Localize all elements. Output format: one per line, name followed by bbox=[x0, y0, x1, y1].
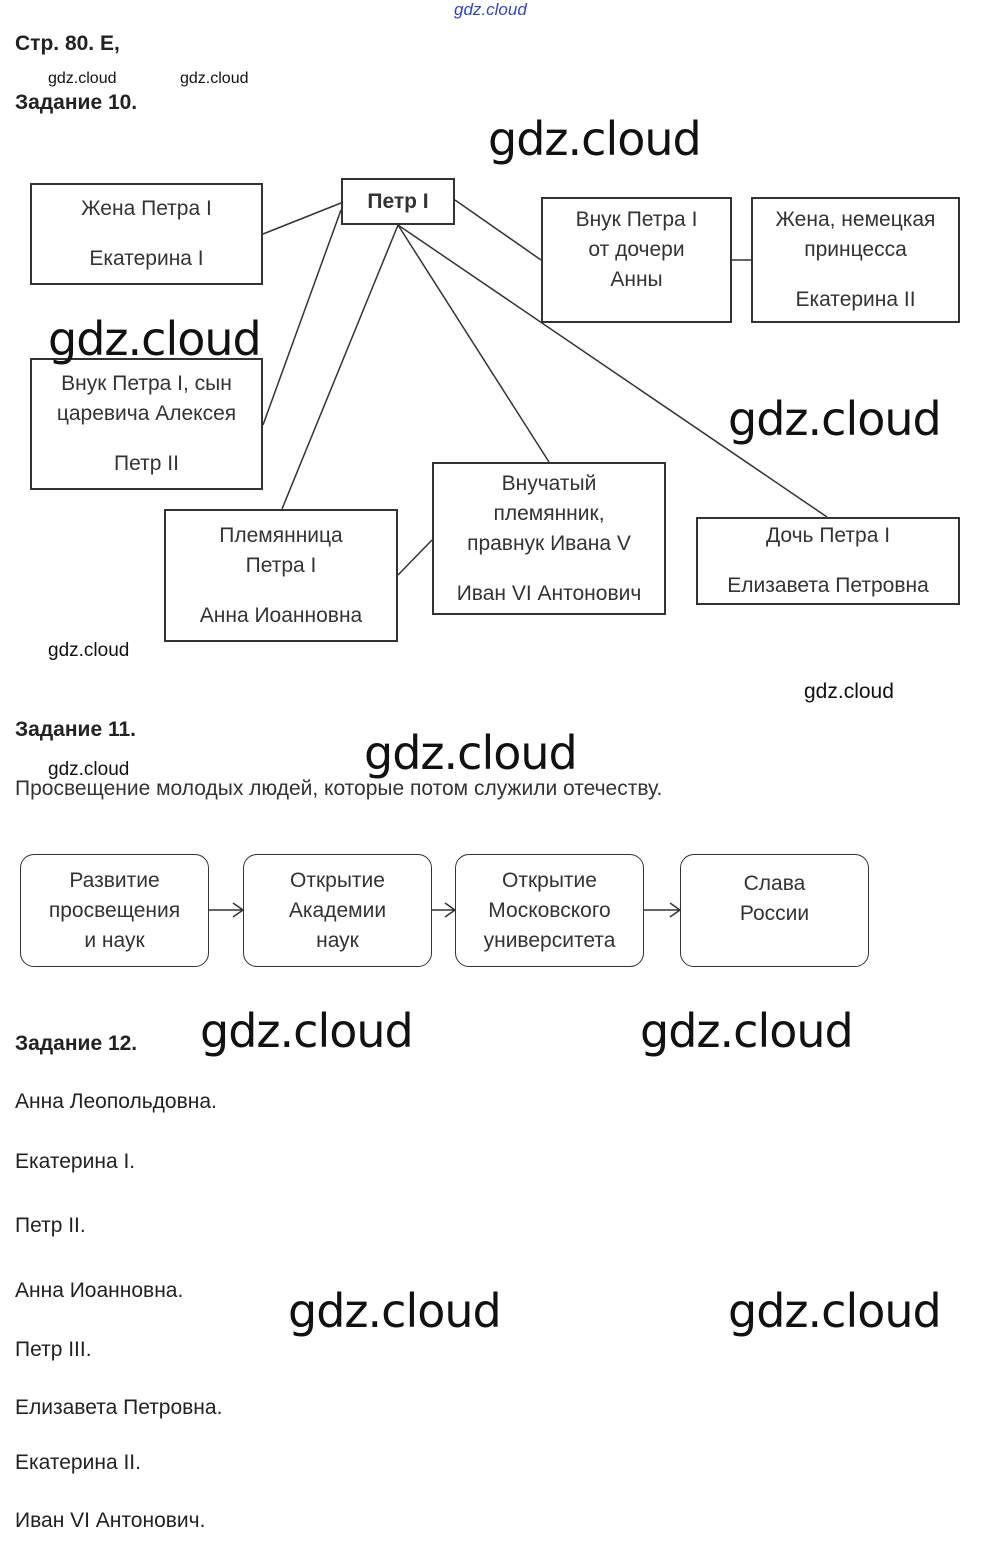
box-text: Дочь Петра I bbox=[765, 524, 891, 547]
list-item: Екатерина II. bbox=[15, 1451, 141, 1474]
box-text: царевича Алексея bbox=[56, 402, 237, 425]
step-text: и наук bbox=[84, 928, 145, 952]
step-text: университета bbox=[483, 928, 616, 952]
list-item: Петр III. bbox=[15, 1338, 92, 1361]
box-text: Елизавета Петровна bbox=[727, 574, 929, 597]
box-grandson-anna: Внук Петра I от дочери Анны bbox=[541, 197, 732, 323]
list-item: Иван VI Антонович. bbox=[15, 1509, 206, 1532]
box-daughter: Дочь Петра I Елизавета Петровна bbox=[696, 517, 960, 605]
list-item: Анна Иоанновна. bbox=[15, 1279, 184, 1302]
watermark: gdz.cloud bbox=[364, 726, 578, 780]
box-niece: Племянница Петра I Анна Иоанновна bbox=[164, 509, 398, 642]
box-text: от дочери bbox=[588, 238, 685, 261]
watermark: gdz.cloud bbox=[200, 1004, 414, 1058]
box-text: Жена Петра I bbox=[81, 197, 212, 220]
connector bbox=[262, 202, 342, 235]
task11-title: Задание 11. bbox=[15, 718, 136, 741]
arrow bbox=[432, 902, 457, 918]
step-text: Развитие bbox=[69, 868, 160, 892]
list-item: Анна Леопольдовна. bbox=[15, 1090, 217, 1113]
list-item: Петр II. bbox=[15, 1214, 86, 1237]
box-great-nephew: Внучатый племянник, правнук Ивана V Иван… bbox=[432, 462, 666, 615]
box-text: Жена, немецкая bbox=[775, 208, 936, 231]
flow-step: Развитие просвещения и наук bbox=[20, 854, 209, 967]
connector bbox=[397, 224, 828, 518]
box-text: принцесса bbox=[804, 238, 907, 261]
watermark: gdz.cloud bbox=[48, 759, 130, 780]
box-text: Екатерина I bbox=[89, 247, 204, 270]
box-german-wife: Жена, немецкая принцесса Екатерина II bbox=[751, 197, 960, 323]
box-text: Иван VI Антонович bbox=[456, 581, 642, 605]
step-text: Московского bbox=[488, 898, 611, 922]
watermark: gdz.cloud bbox=[640, 1004, 854, 1058]
connector bbox=[397, 539, 433, 576]
box-peter-i: Петр I bbox=[341, 178, 455, 225]
step-text: России bbox=[739, 902, 810, 925]
watermark: gdz.cloud bbox=[728, 392, 942, 446]
watermark: gdz.cloud bbox=[48, 640, 130, 661]
box-text: Петр II bbox=[114, 452, 179, 475]
box-text: Екатерина II bbox=[795, 288, 916, 311]
top-watermark: gdz.cloud bbox=[454, 0, 527, 19]
connector bbox=[397, 224, 550, 463]
watermark: gdz.cloud bbox=[48, 312, 262, 366]
box-text: Внук Петра I bbox=[575, 208, 698, 231]
arrow bbox=[209, 902, 245, 918]
step-text: наук bbox=[316, 928, 359, 952]
box-text: правнук Ивана V bbox=[467, 531, 631, 555]
task10-title: Задание 10. bbox=[15, 91, 138, 114]
step-text: просвещения bbox=[48, 898, 181, 922]
watermark: gdz.cloud bbox=[180, 70, 249, 87]
arrow bbox=[644, 902, 682, 918]
watermark: gdz.cloud bbox=[804, 680, 894, 703]
list-item: Елизавета Петровна. bbox=[15, 1396, 223, 1419]
connector bbox=[454, 199, 542, 261]
task12-title: Задание 12. bbox=[15, 1032, 138, 1055]
step-text: Открытие bbox=[290, 868, 385, 892]
box-text: Внучатый bbox=[501, 471, 597, 495]
watermark: gdz.cloud bbox=[728, 1284, 942, 1338]
watermark: gdz.cloud bbox=[288, 1284, 502, 1338]
box-text: племянник, bbox=[493, 501, 605, 525]
step-text: Открытие bbox=[502, 868, 597, 892]
box-text: Внук Петра I, сын bbox=[61, 372, 232, 395]
watermark: gdz.cloud bbox=[488, 112, 702, 166]
step-text: Академии bbox=[288, 898, 387, 922]
task11-text: Просвещение молодых людей, которые потом… bbox=[15, 777, 663, 800]
box-text: Анна Иоанновна bbox=[199, 603, 363, 627]
connector bbox=[262, 209, 342, 426]
watermark: gdz.cloud bbox=[48, 70, 117, 87]
box-text: Анны bbox=[610, 268, 663, 291]
list-item: Екатерина I. bbox=[15, 1150, 136, 1173]
box-text: Племянница bbox=[219, 523, 343, 547]
box-wife: Жена Петра I Екатерина I bbox=[30, 183, 263, 285]
box-grandson-alexei: Внук Петра I, сын царевича Алексея Петр … bbox=[30, 358, 263, 490]
box-text: Петра I bbox=[245, 553, 317, 577]
page-reference: Стр. 80. Е, bbox=[15, 32, 120, 55]
connector bbox=[281, 224, 399, 510]
step-text: Слава bbox=[743, 872, 806, 895]
